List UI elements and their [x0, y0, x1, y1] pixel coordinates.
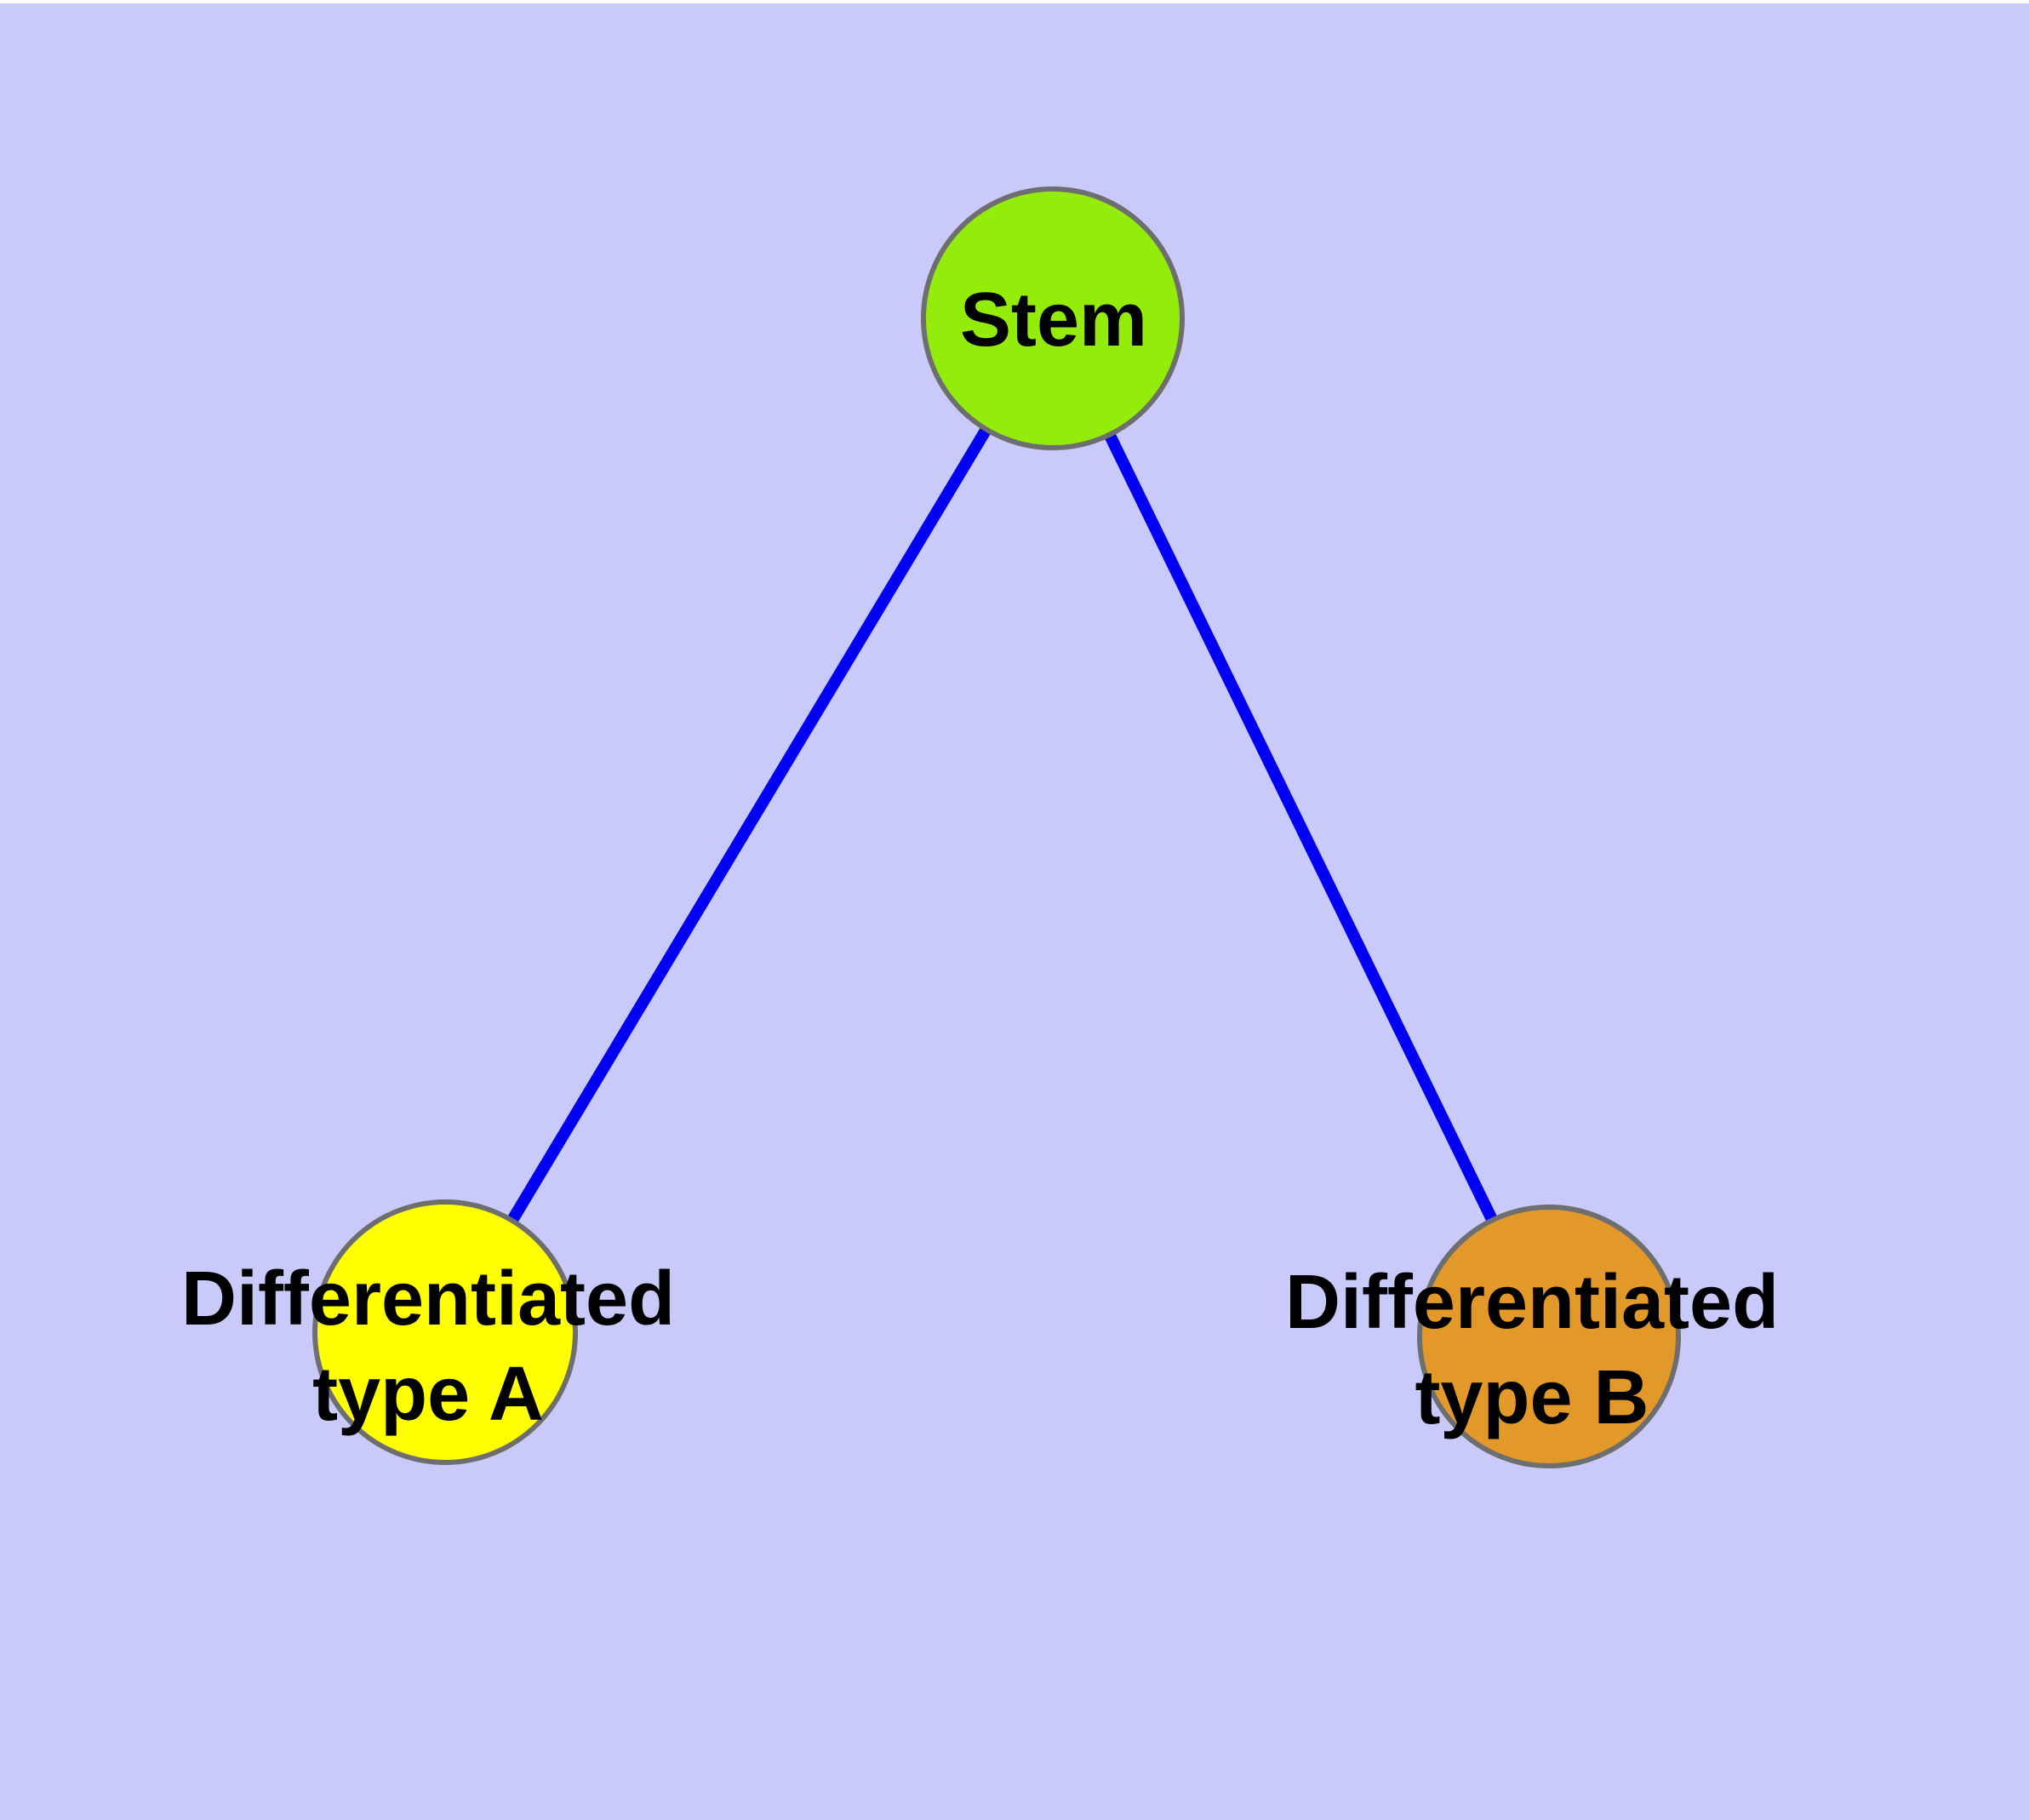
top-margin-strip — [0, 0, 2029, 3]
node-stem — [921, 186, 1185, 450]
node-differentiated-type-b — [1417, 1205, 1681, 1468]
edge-stem-to-type-b — [1047, 315, 1555, 1340]
edge-stem-to-type-a — [439, 315, 1059, 1336]
node-differentiated-type-a — [312, 1199, 578, 1465]
